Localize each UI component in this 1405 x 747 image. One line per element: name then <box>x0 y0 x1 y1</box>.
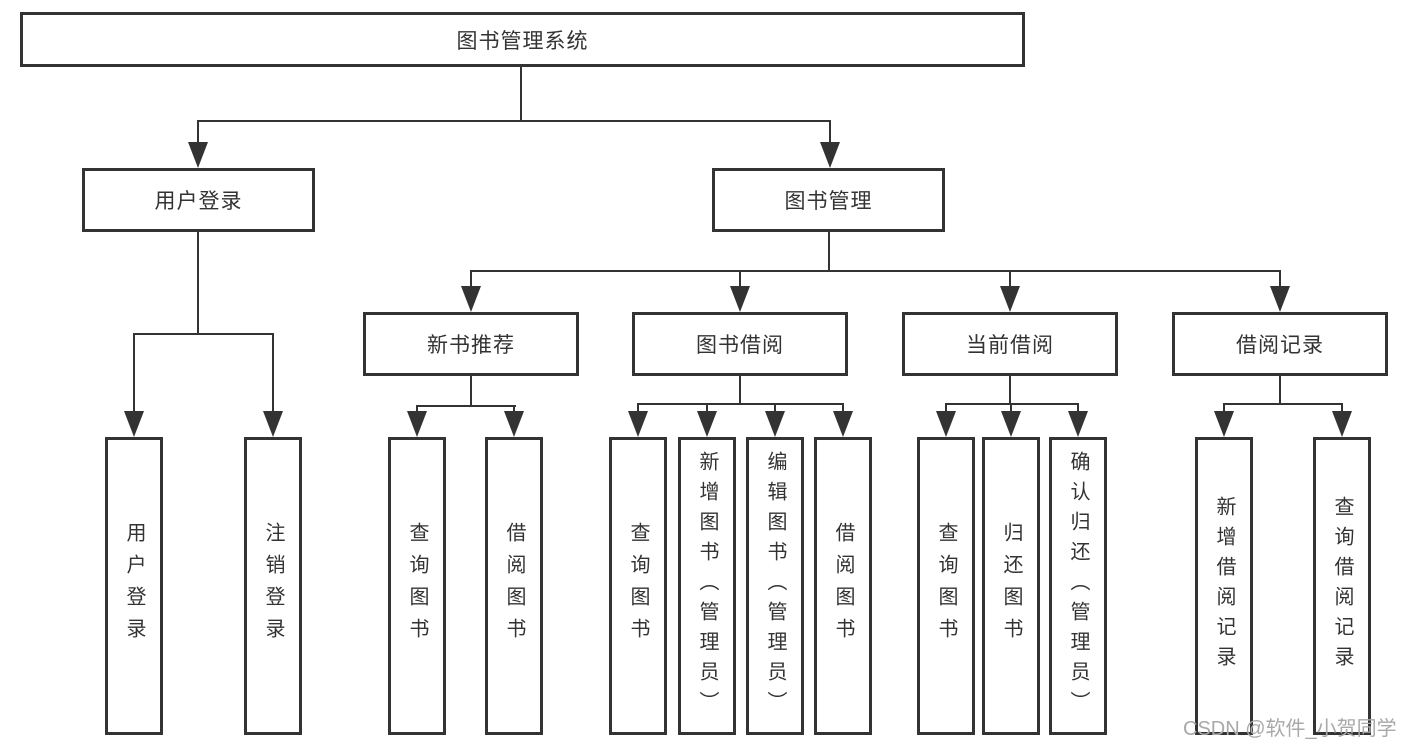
node-borrow-record-label: 借阅记录 <box>1236 334 1324 357</box>
node-current-borrow: 当前借阅 <box>902 312 1118 376</box>
connector-drop <box>416 405 418 413</box>
leaf-confirm-return-admin-label: 确认归还（管理员） <box>1067 451 1089 721</box>
connector-drop <box>1279 270 1281 288</box>
connector-borrow-rail <box>637 403 844 405</box>
connector-drop <box>829 120 831 144</box>
leaf-add-book-admin: 新增图书（管理员） <box>678 437 736 735</box>
connector-drop <box>637 403 639 413</box>
arrow-down-icon <box>820 142 840 168</box>
arrow-down-icon <box>1214 411 1234 437</box>
leaf-user-login: 用户登录 <box>105 437 163 735</box>
connector-drop <box>739 270 741 288</box>
connector-bm-rail <box>470 270 1281 272</box>
connector-current-rail <box>945 403 1079 405</box>
connector-drop <box>470 270 472 288</box>
leaf-query-borrow-record: 查询借阅记录 <box>1313 437 1371 735</box>
leaf-recommend-borrow-books-label: 借阅图书 <box>503 522 525 650</box>
node-book-management-label: 图书管理 <box>784 190 873 213</box>
arrow-down-icon <box>833 411 853 437</box>
leaf-current-query-books: 查询图书 <box>917 437 975 735</box>
csdn-watermark: CSDN @软件_小贺同学 <box>1183 718 1397 740</box>
node-book-borrow: 图书借阅 <box>632 312 848 376</box>
arrow-down-icon <box>1000 286 1020 312</box>
node-new-book-recommend-label: 新书推荐 <box>427 334 515 357</box>
leaf-edit-book-admin: 编辑图书（管理员） <box>746 437 804 735</box>
arrow-down-icon <box>188 142 208 168</box>
node-book-management: 图书管理 <box>712 168 945 232</box>
leaf-current-query-books-label: 查询图书 <box>935 522 957 650</box>
leaf-borrow-books-label: 借阅图书 <box>832 522 854 650</box>
node-user-login: 用户登录 <box>82 168 315 232</box>
leaf-borrow-query-books: 查询图书 <box>609 437 667 735</box>
connector-current-stem <box>1009 376 1011 405</box>
node-borrow-record: 借阅记录 <box>1172 312 1388 376</box>
leaf-confirm-return-admin: 确认归还（管理员） <box>1049 437 1107 735</box>
arrow-down-icon <box>697 411 717 437</box>
leaf-logout: 注销登录 <box>244 437 302 735</box>
connector-drop <box>1010 403 1012 413</box>
leaf-query-borrow-record-label: 查询借阅记录 <box>1331 496 1353 676</box>
arrow-down-icon <box>263 411 283 437</box>
node-new-book-recommend: 新书推荐 <box>363 312 579 376</box>
node-current-borrow-label: 当前借阅 <box>966 334 1054 357</box>
connector-drop <box>513 405 515 413</box>
leaf-add-borrow-record-label: 新增借阅记录 <box>1213 496 1235 676</box>
leaf-logout-label: 注销登录 <box>262 522 284 650</box>
connector-drop <box>197 120 199 144</box>
connector-root-stem <box>520 67 522 121</box>
node-library-system-label: 图书管理系统 <box>456 29 589 53</box>
leaf-user-login-label: 用户登录 <box>123 522 145 650</box>
connector-login-stem <box>197 232 199 335</box>
arrow-down-icon <box>461 286 481 312</box>
arrow-down-icon <box>628 411 648 437</box>
node-book-borrow-label: 图书借阅 <box>696 334 784 357</box>
connector-drop <box>272 333 274 413</box>
connector-drop <box>1077 403 1079 413</box>
connector-recommend-rail <box>416 405 516 407</box>
leaf-borrow-books: 借阅图书 <box>814 437 872 735</box>
arrow-down-icon <box>504 411 524 437</box>
arrow-down-icon <box>1068 411 1088 437</box>
leaf-return-books-label: 归还图书 <box>1000 522 1022 650</box>
connector-drop <box>1009 270 1011 288</box>
arrow-down-icon <box>407 411 427 437</box>
node-library-system: 图书管理系统 <box>20 12 1025 67</box>
connector-drop <box>133 333 135 413</box>
connector-drop <box>842 403 844 413</box>
leaf-recommend-borrow-books: 借阅图书 <box>485 437 543 735</box>
connector-borrow-stem <box>739 376 741 405</box>
arrow-down-icon <box>730 286 750 312</box>
arrow-down-icon <box>1270 286 1290 312</box>
connector-root-rail <box>197 120 831 122</box>
connector-record-stem <box>1279 376 1281 405</box>
arrow-down-icon <box>765 411 785 437</box>
connector-drop <box>706 403 708 413</box>
arrow-down-icon <box>1332 411 1352 437</box>
arrow-down-icon <box>1001 411 1021 437</box>
connector-drop <box>945 403 947 413</box>
connector-login-rail <box>133 333 274 335</box>
leaf-recommend-query-books-label: 查询图书 <box>406 522 428 650</box>
leaf-add-book-admin-label: 新增图书（管理员） <box>696 451 718 721</box>
leaf-recommend-query-books: 查询图书 <box>388 437 446 735</box>
leaf-edit-book-admin-label: 编辑图书（管理员） <box>764 451 786 721</box>
connector-bm-stem <box>828 232 830 272</box>
connector-drop <box>774 403 776 413</box>
arrow-down-icon <box>936 411 956 437</box>
connector-record-rail <box>1223 403 1343 405</box>
node-user-login-label: 用户登录 <box>154 190 243 213</box>
connector-drop <box>1341 403 1343 413</box>
connector-recommend-stem <box>470 376 472 407</box>
leaf-borrow-query-books-label: 查询图书 <box>627 522 649 650</box>
arrow-down-icon <box>124 411 144 437</box>
leaf-add-borrow-record: 新增借阅记录 <box>1195 437 1253 735</box>
leaf-return-books: 归还图书 <box>982 437 1040 735</box>
connector-drop <box>1223 403 1225 413</box>
